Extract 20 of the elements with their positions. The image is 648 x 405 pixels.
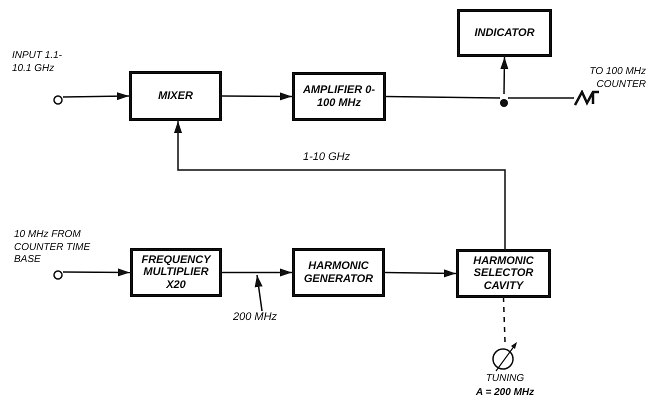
- process-box: INDICATOR: [457, 9, 552, 57]
- arrow: [62, 92, 130, 100]
- process-box: HARMONIC SELECTOR CAVITY: [456, 249, 551, 298]
- arrow: [174, 121, 506, 249]
- process-box: HARMONIC GENERATOR: [292, 248, 385, 297]
- node-caption: TO 100 MHz COUNTER: [588, 66, 646, 91]
- process-box: MIXER: [129, 71, 222, 121]
- node-caption: 10 MHz FROM COUNTER TIME BASE: [14, 229, 92, 266]
- node-caption: A = 200 MHz: [474, 387, 536, 400]
- arrow: [63, 268, 130, 276]
- annotation-text: 200 MHz: [233, 311, 287, 325]
- node-caption: INPUT 1.1-10.1 GHz: [12, 50, 64, 75]
- arrow: [384, 269, 456, 278]
- process-box: FREQUENCY MULTIPLIER X20: [130, 248, 222, 297]
- process-box: AMPLIFIER 0-100 MHz: [292, 72, 386, 121]
- arrow: [222, 92, 292, 100]
- node-caption: TUNING: [484, 373, 526, 386]
- leader-line: [254, 274, 263, 312]
- arrow: [500, 56, 508, 94]
- arrow: [222, 268, 292, 276]
